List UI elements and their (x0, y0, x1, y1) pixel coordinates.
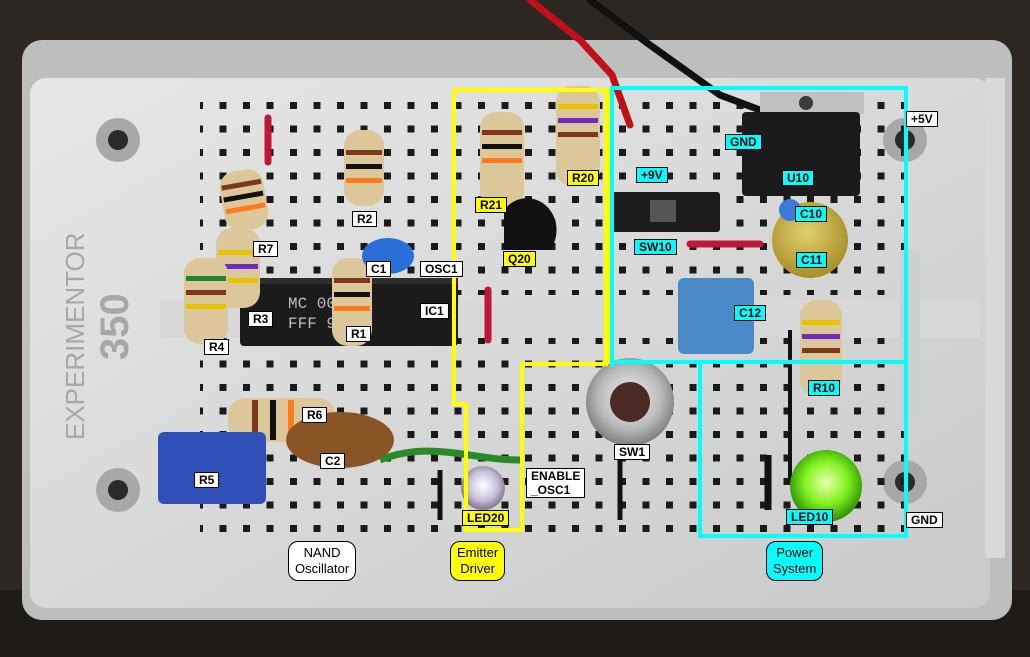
label-u10: U10 (782, 170, 815, 186)
label-sw10: SW10 (634, 239, 677, 255)
resistor-r7 (219, 169, 269, 231)
green-wire (378, 447, 521, 464)
trimmer-r5 (158, 432, 266, 504)
capacitor-c2 (286, 412, 394, 468)
capacitor-c12 (678, 278, 754, 354)
emitter-driver-zone-right (604, 88, 608, 366)
label-plus5v: +5V (906, 111, 938, 127)
power-system-zone-upper (610, 86, 908, 366)
capacitor-c11 (772, 202, 848, 278)
slide-switch-knob (650, 200, 676, 222)
board-brand-text: EXPERIMENTOR (60, 232, 90, 440)
label-r2: R2 (352, 211, 378, 227)
group-label-emitter-driver: Emitter Driver (450, 541, 506, 581)
power-system-zone-link (610, 360, 702, 364)
resistor-r1 (332, 258, 372, 346)
black-wire (586, 0, 764, 114)
label-c1: C1 (366, 261, 392, 277)
group-label-power-system: Power System (766, 541, 824, 581)
resistor-r4 (184, 258, 228, 344)
label-r1: R1 (346, 326, 372, 342)
label-led20: LED20 (462, 510, 510, 526)
label-r21: R21 (475, 197, 508, 213)
emitter-driver-zone-notch (452, 402, 468, 406)
resistor-r21 (480, 112, 524, 208)
emitter-driver-zone-lower (520, 362, 604, 366)
label-r10: R10 (808, 380, 841, 396)
label-r6: R6 (302, 407, 328, 423)
power-system-zone-lower (698, 360, 908, 538)
red-wire (526, 0, 634, 129)
emitter-driver-zone-bottom (464, 402, 524, 532)
resistor-r20 (556, 86, 600, 186)
led10 (790, 450, 862, 522)
label-c12: C12 (734, 305, 767, 321)
label-osc1: OSC1 (420, 261, 463, 277)
regulator-tab-hole (799, 96, 813, 110)
label-sw1: SW1 (614, 444, 651, 460)
ic-marking-line2: FFF 98 (288, 315, 346, 333)
mount-hole-bl (96, 468, 140, 512)
label-c10: C10 (795, 206, 828, 222)
label-ic1: IC1 (420, 303, 449, 319)
pushbutton-cap (610, 382, 650, 422)
transistor-q20 (504, 198, 557, 250)
regulator-u10 (742, 112, 860, 196)
emitter-driver-zone-neck (452, 358, 468, 404)
label-enable-osc1: ENABLE _OSC1 (526, 468, 586, 498)
label-r20: R20 (567, 170, 600, 186)
emitter-driver-zone-lower-side (520, 362, 524, 532)
resistor-r2 (344, 130, 384, 206)
resistor-r10 (800, 300, 842, 396)
led20 (461, 466, 505, 510)
label-c11: C11 (796, 252, 828, 268)
label-led10: LED10 (786, 509, 834, 525)
label-q20: Q20 (503, 251, 536, 267)
label-r5: R5 (194, 472, 220, 488)
label-gnd-regulator: GND (725, 134, 762, 150)
label-plus9v: +9V (636, 167, 668, 183)
emitter-driver-zone-top (452, 88, 612, 364)
label-gnd-rail: GND (906, 512, 943, 528)
label-c2: C2 (320, 453, 346, 469)
board-edge (985, 78, 1005, 558)
label-r7: R7 (253, 241, 279, 257)
group-label-nand-oscillator: NAND Oscillator (288, 541, 357, 581)
label-r4: R4 (204, 339, 230, 355)
board-model-text: 350 (93, 293, 137, 360)
mount-hole-tl (96, 118, 140, 162)
label-r3: R3 (248, 311, 274, 327)
